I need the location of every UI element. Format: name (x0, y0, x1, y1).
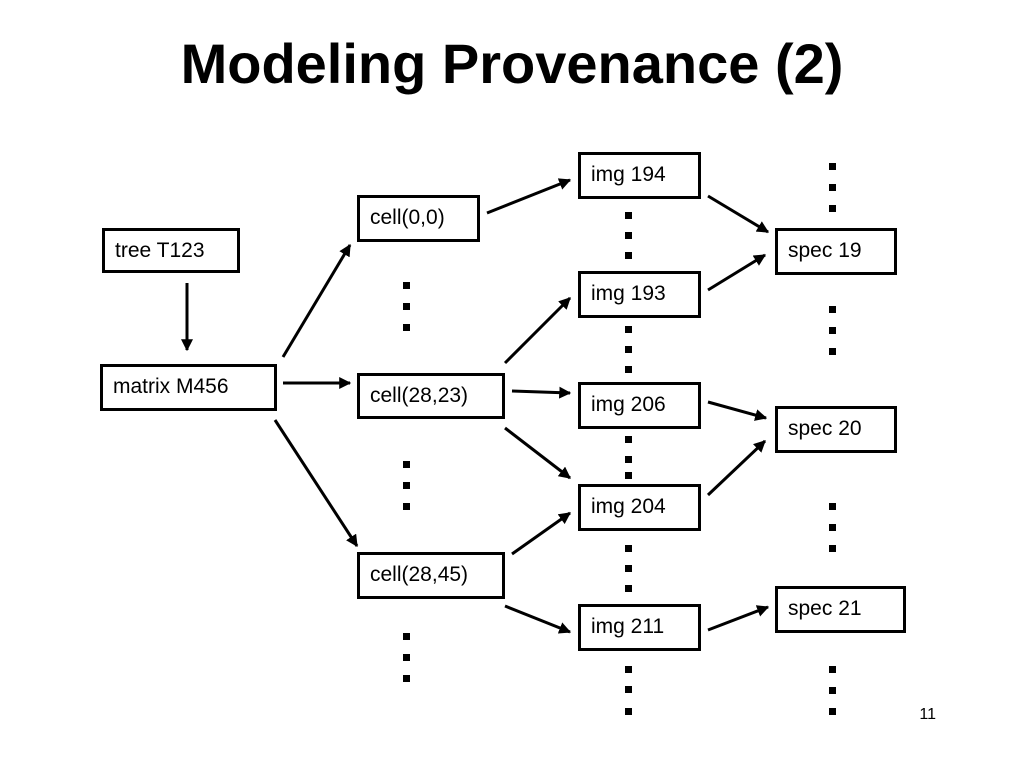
ellipsis-specs-4 (829, 666, 837, 716)
edge-cell-28-23-to-img-206 (511, 386, 572, 399)
node-img-211: img 211 (578, 604, 701, 651)
node-spec-21: spec 21 (775, 586, 906, 633)
node-cell-28-45: cell(28,45) (357, 552, 505, 599)
edge-img-193-to-spec-19 (707, 253, 767, 292)
ellipsis-cells-upper (403, 282, 411, 332)
edge-cell-28-45-to-img-211 (504, 604, 572, 634)
edge-img-211-to-spec-21 (707, 605, 770, 632)
edge-matrix-to-cell-28-45 (273, 419, 359, 548)
ellipsis-cells-middle (403, 461, 411, 511)
ellipsis-specs-1 (829, 163, 837, 213)
node-img-206: img 206 (578, 382, 701, 429)
edge-img-204-to-spec-20 (706, 439, 767, 497)
node-spec-20: spec 20 (775, 406, 897, 453)
node-matrix: matrix M456 (100, 364, 277, 411)
ellipsis-imgs-3 (625, 436, 633, 486)
edge-cell-0-0-to-img-194 (486, 178, 572, 215)
ellipsis-imgs-2 (625, 326, 633, 376)
node-cell-0-0: cell(0,0) (357, 195, 480, 242)
edge-img-206-to-spec-20 (707, 400, 768, 421)
ellipsis-specs-2 (829, 306, 837, 356)
node-cell-28-23: cell(28,23) (357, 373, 505, 419)
edge-cell-28-45-to-img-204 (511, 511, 571, 556)
ellipsis-imgs-1 (625, 212, 633, 262)
ellipsis-cells-lower (403, 633, 411, 683)
page-number: 11 (919, 706, 936, 723)
ellipsis-specs-3 (829, 503, 837, 553)
edge-img-194-to-spec-19 (707, 194, 770, 234)
slide-title: Modeling Provenance (2) (180, 32, 844, 95)
ellipsis-imgs-5 (625, 666, 633, 716)
node-tree: tree T123 (102, 228, 240, 273)
edge-cell-28-23-to-img-193 (503, 296, 572, 365)
edge-matrix-to-cell-0-0 (281, 243, 352, 358)
ellipsis-imgs-4 (625, 545, 633, 595)
node-img-194: img 194 (578, 152, 701, 199)
node-spec-19: spec 19 (775, 228, 897, 275)
node-img-204: img 204 (578, 484, 701, 531)
node-img-193: img 193 (578, 271, 701, 318)
edge-cell-28-23-to-img-204 (504, 426, 571, 480)
